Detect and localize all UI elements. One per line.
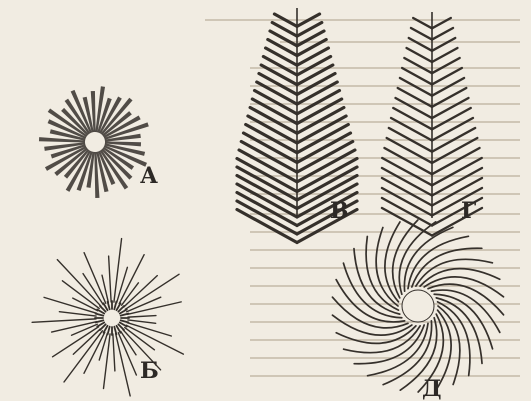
barb-left xyxy=(409,38,432,51)
core-hair xyxy=(96,314,104,316)
barb-right xyxy=(297,48,328,65)
ray-line xyxy=(119,255,144,304)
barb-right xyxy=(432,98,468,118)
ray-line xyxy=(57,260,101,307)
barb-right xyxy=(432,108,471,129)
center-core xyxy=(88,135,103,150)
figure-b-radial-thin-rays xyxy=(32,239,183,396)
figure-a-radial-bands xyxy=(39,86,149,198)
barb-left xyxy=(237,193,297,226)
barb-left xyxy=(237,201,297,234)
whorl-stroke xyxy=(366,237,398,311)
ray-line xyxy=(99,333,107,360)
barb-left xyxy=(393,108,432,129)
whorl-stroke xyxy=(438,306,460,384)
ray-line xyxy=(128,316,156,318)
figure-label-a: А xyxy=(140,163,158,189)
barb-left xyxy=(237,176,297,209)
barb-left xyxy=(387,138,432,163)
barb-right xyxy=(432,148,480,174)
barb-left xyxy=(266,48,297,65)
whorl-stroke xyxy=(376,228,398,306)
figure-label-g: Г xyxy=(461,198,476,224)
barb-left xyxy=(411,28,432,40)
core-hair xyxy=(121,320,129,322)
core-hair xyxy=(96,320,104,322)
figure-label-b: Б xyxy=(140,358,159,384)
figure-d-spiral-whorl xyxy=(332,220,503,392)
barb-right xyxy=(297,74,335,95)
barb-right xyxy=(297,57,331,75)
whorl-stroke xyxy=(385,222,400,302)
whorl-stroke xyxy=(438,302,470,376)
ray-line xyxy=(64,331,102,382)
barb-right xyxy=(432,138,477,163)
barb-left xyxy=(407,48,432,62)
barb-left xyxy=(263,57,297,75)
whorl-stroke xyxy=(404,227,452,291)
ray-line xyxy=(59,312,96,316)
barb-right xyxy=(297,167,357,200)
ray-line xyxy=(32,319,96,322)
ray-line xyxy=(113,334,115,371)
whorl-center xyxy=(402,290,434,322)
core-hair xyxy=(114,302,116,310)
figure-label-v: В xyxy=(330,198,349,224)
core-hair xyxy=(114,327,116,335)
core-hair xyxy=(121,314,129,316)
barb-right xyxy=(432,48,457,62)
barb-left xyxy=(237,184,297,217)
whorl-stroke xyxy=(408,236,468,288)
barb-left xyxy=(384,148,432,174)
ray-line xyxy=(109,256,112,302)
whorl-stroke xyxy=(368,323,428,375)
barb-right xyxy=(432,38,455,51)
core-hair xyxy=(108,302,110,310)
barb-left xyxy=(259,74,297,95)
barb-left xyxy=(237,167,297,200)
barb-right xyxy=(432,28,453,40)
figure-label-d: Д xyxy=(422,376,442,401)
barb-left xyxy=(396,98,432,118)
core-hair xyxy=(108,327,110,335)
ray-line xyxy=(128,320,156,323)
